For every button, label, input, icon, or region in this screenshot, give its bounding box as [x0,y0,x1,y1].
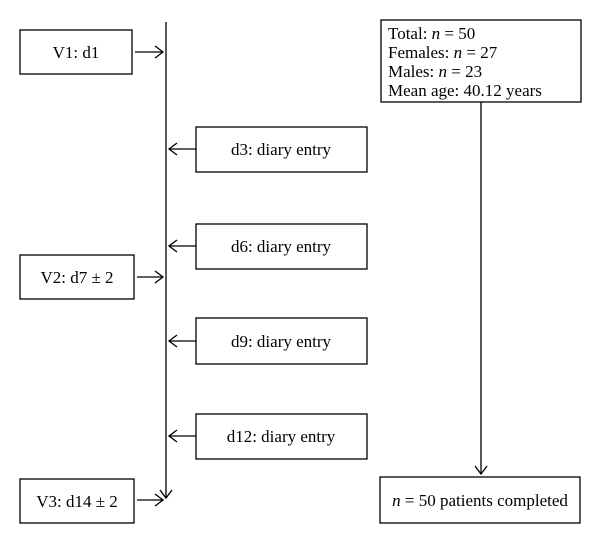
arrow-d9-to-timeline [167,334,196,348]
arrow-d12-to-timeline [167,429,196,443]
visit-v1: V1: d1 [19,29,133,75]
visit-label-v1: V1: d1 [53,43,100,62]
visit-box-v3 [19,478,135,524]
diary-box-d12 [195,413,368,460]
diary-entry-d12: d12: diary entry [195,413,368,460]
summary-males: Males: n = 23 [388,62,482,81]
visit-box-v1 [19,29,133,75]
visit-label-v2: V2: d7 ± 2 [40,268,113,287]
visit-label-v3: V3: d14 ± 2 [36,492,118,511]
arrow-v2-to-timeline [137,270,165,284]
visit-v3: V3: d14 ± 2 [19,478,135,524]
completed-label: n = 50 patients completed [392,491,568,510]
arrow-summary-to-completed [474,102,488,476]
diary-box-d9 [195,317,368,365]
timeline-arrowhead [159,489,173,500]
arrow-d3-to-timeline [167,142,196,156]
diary-label-d3: d3: diary entry [231,140,332,159]
diary-label-d12: d12: diary entry [227,427,336,446]
summary-females: Females: n = 27 [388,43,498,62]
diary-box-d6 [195,223,368,270]
summary-total: Total: n = 50 [388,24,475,43]
summary-box-frame [380,19,582,103]
diary-entry-d6: d6: diary entry [195,223,368,270]
visit-v2: V2: d7 ± 2 [19,254,135,300]
arrow-v3-to-timeline [137,493,165,507]
summary-box: Total: n = 50 Females: n = 27 Males: n =… [380,19,582,103]
diary-label-d6: d6: diary entry [231,237,332,256]
arrow-v1-to-timeline [135,45,165,59]
diary-box-d3 [195,126,368,173]
diary-label-d9: d9: diary entry [231,332,332,351]
diary-entry-d9: d9: diary entry [195,317,368,365]
summary-mean-age: Mean age: 40.12 years [388,81,542,100]
diary-entry-d3: d3: diary entry [195,126,368,173]
completed-box-frame [379,476,581,524]
visit-box-v2 [19,254,135,300]
completed-box: n = 50 patients completed [379,476,581,524]
arrow-d6-to-timeline [167,239,196,253]
